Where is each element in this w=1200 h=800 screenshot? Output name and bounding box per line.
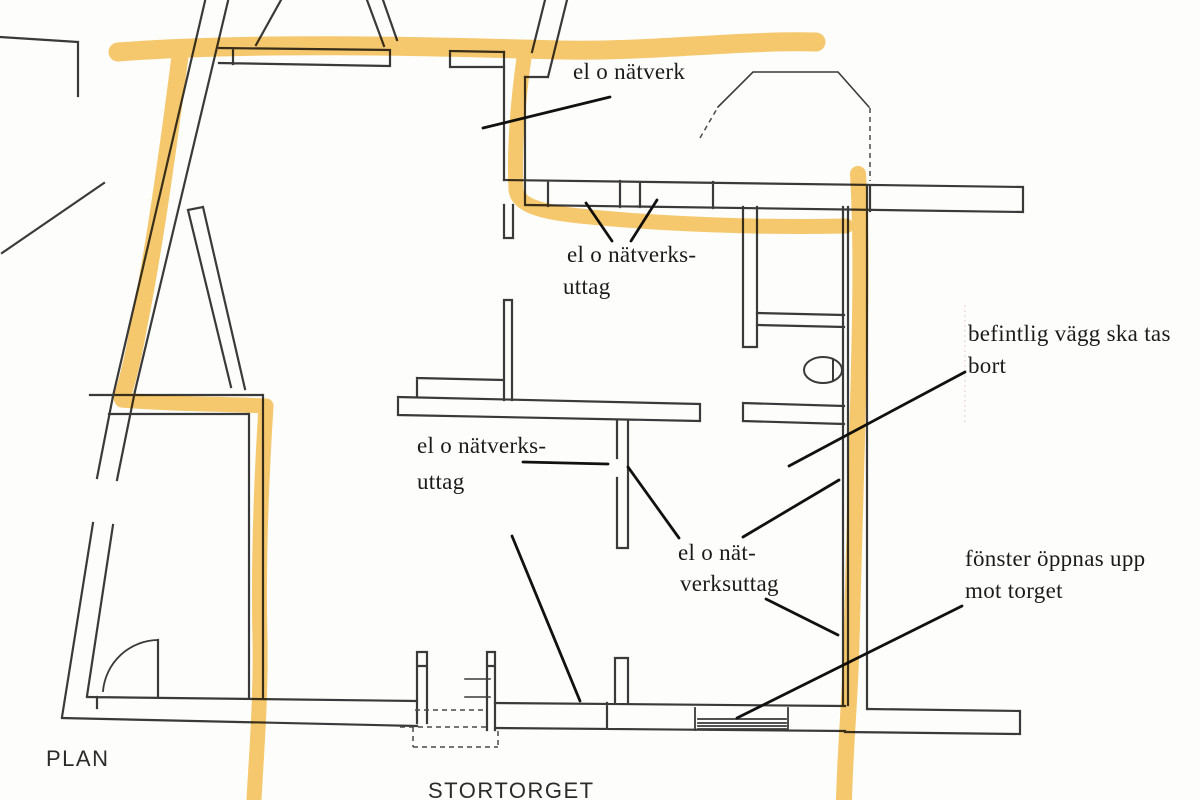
caption-stortorget: STORTORGET — [428, 778, 595, 800]
wall-wc-bottom — [741, 401, 846, 426]
leader-lines-group — [481, 95, 967, 720]
leader-wall-removal — [787, 370, 967, 468]
toilet-ellipse — [803, 356, 843, 384]
wall-left-edge — [0, 35, 106, 255]
wall-bottom-left — [60, 695, 419, 728]
highlight-left-vertical — [246, 398, 274, 800]
toilet-fixture — [803, 356, 843, 384]
label-outlet-upper-line1: el o nätverks- — [567, 242, 696, 267]
label-outlet-mid-line1: el o nätverks- — [417, 433, 546, 458]
highlight-branch-middle — [507, 50, 854, 235]
entrance-pillar-1 — [415, 650, 429, 725]
entrance-pillar-2 — [485, 650, 497, 732]
caption-plan: PLAN — [46, 746, 109, 771]
door-arc — [102, 639, 159, 692]
wall-t-stem — [615, 419, 630, 550]
dashed-lines-group — [400, 106, 871, 748]
highlight-right-vertical — [836, 166, 869, 800]
wall-slant-up-mid — [523, 0, 569, 79]
entrance-door-ticks — [464, 678, 491, 698]
labels-group: el o nätverk el o nätverks- uttag el o n… — [46, 59, 1171, 800]
wall-stub-pillar-3 — [613, 656, 630, 705]
highlight-top-run — [108, 32, 826, 62]
highlight-left-slant — [113, 39, 190, 407]
wall-outer-left — [60, 389, 137, 719]
wall-bottom-right — [843, 707, 1022, 736]
label-window-opening-line2: mot torget — [965, 578, 1063, 603]
label-outlet-right-line2: verksuttag — [680, 571, 779, 596]
wall-centre-ledge — [415, 376, 505, 399]
wall-top-band — [502, 178, 1025, 214]
highlight-mid-horizontal — [114, 392, 274, 414]
leader-network-top — [481, 95, 612, 130]
wall-bottom-centre — [493, 701, 847, 733]
label-outlet-right-line1: el o nät- — [678, 540, 756, 565]
label-wall-removal-line2: bort — [968, 353, 1007, 378]
label-wall-removal-line1: befintlig vägg ska tas — [968, 321, 1171, 346]
bay-dashed-edges — [699, 106, 871, 181]
vestibule-dashed — [400, 709, 499, 748]
label-outlet-mid-line2: uttag — [417, 469, 465, 494]
wall-centre-main — [396, 395, 702, 423]
wall-midroom-left — [502, 50, 527, 240]
bay-window-outline — [716, 71, 871, 109]
highlighter-group — [108, 32, 869, 800]
wall-centre-stub — [502, 298, 514, 402]
wall-interior-slant — [186, 205, 247, 391]
wall-wc-shelf — [755, 311, 846, 329]
leader-outlet-mid — [510, 460, 610, 703]
label-window-opening-line1: fönster öppnas upp — [965, 546, 1145, 571]
leader-outlet-right — [626, 465, 841, 637]
window-frame — [694, 707, 789, 731]
label-el-o-natverk: el o nätverk — [573, 59, 685, 84]
label-outlet-upper-line2: uttag — [563, 274, 611, 299]
